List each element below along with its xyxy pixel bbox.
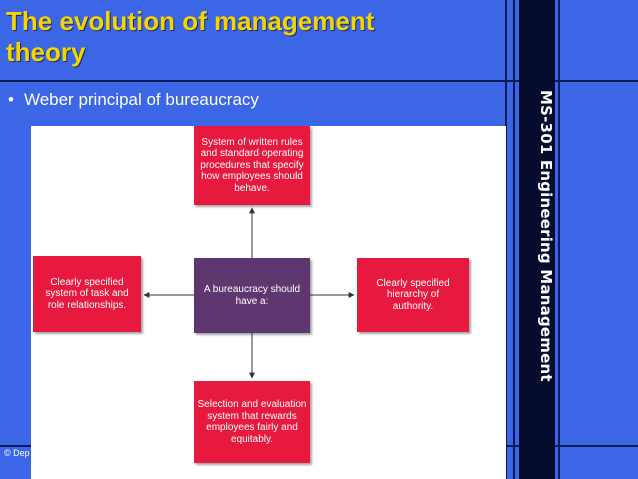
top-box: System of written rules and standard ope…: [194, 126, 310, 205]
sidebar-band: [519, 0, 555, 479]
slide-title: The evolution of management theory: [6, 6, 375, 67]
left-box-text: Clearly specified system of task and rol…: [45, 276, 129, 311]
bullet-text: Weber principal of bureaucracy: [23, 90, 259, 109]
slide-rule-left-b: [513, 0, 515, 479]
right-box: Clearly specified hierarchy of authority…: [357, 258, 469, 332]
bullet-item: • Weber principal of bureaucracy: [8, 90, 259, 110]
top-box-text: System of written rules and standard ope…: [200, 136, 304, 194]
center-box: A bureaucracy should have a:: [194, 258, 310, 333]
connector-arrows: [143, 207, 355, 379]
left-box: Clearly specified system of task and rol…: [33, 256, 141, 332]
bullet-dot-icon: •: [8, 90, 14, 109]
footer-text: © Dep: [4, 448, 30, 458]
slide-rule-top: [0, 80, 638, 82]
center-box-text: A bureaucracy should have a:: [203, 283, 301, 307]
slide-rule-right: [558, 0, 560, 479]
sidebar-course-label: MS-301 Engineering Management: [537, 90, 555, 382]
right-box-text: Clearly specified hierarchy of authority…: [376, 277, 450, 312]
bureaucracy-diagram: System of written rules and standard ope…: [31, 126, 506, 479]
bottom-box: Selection and evaluation system that rew…: [194, 381, 310, 463]
slide-rule-left-a: [505, 0, 507, 479]
bottom-box-text: Selection and evaluation system that rew…: [197, 399, 307, 445]
